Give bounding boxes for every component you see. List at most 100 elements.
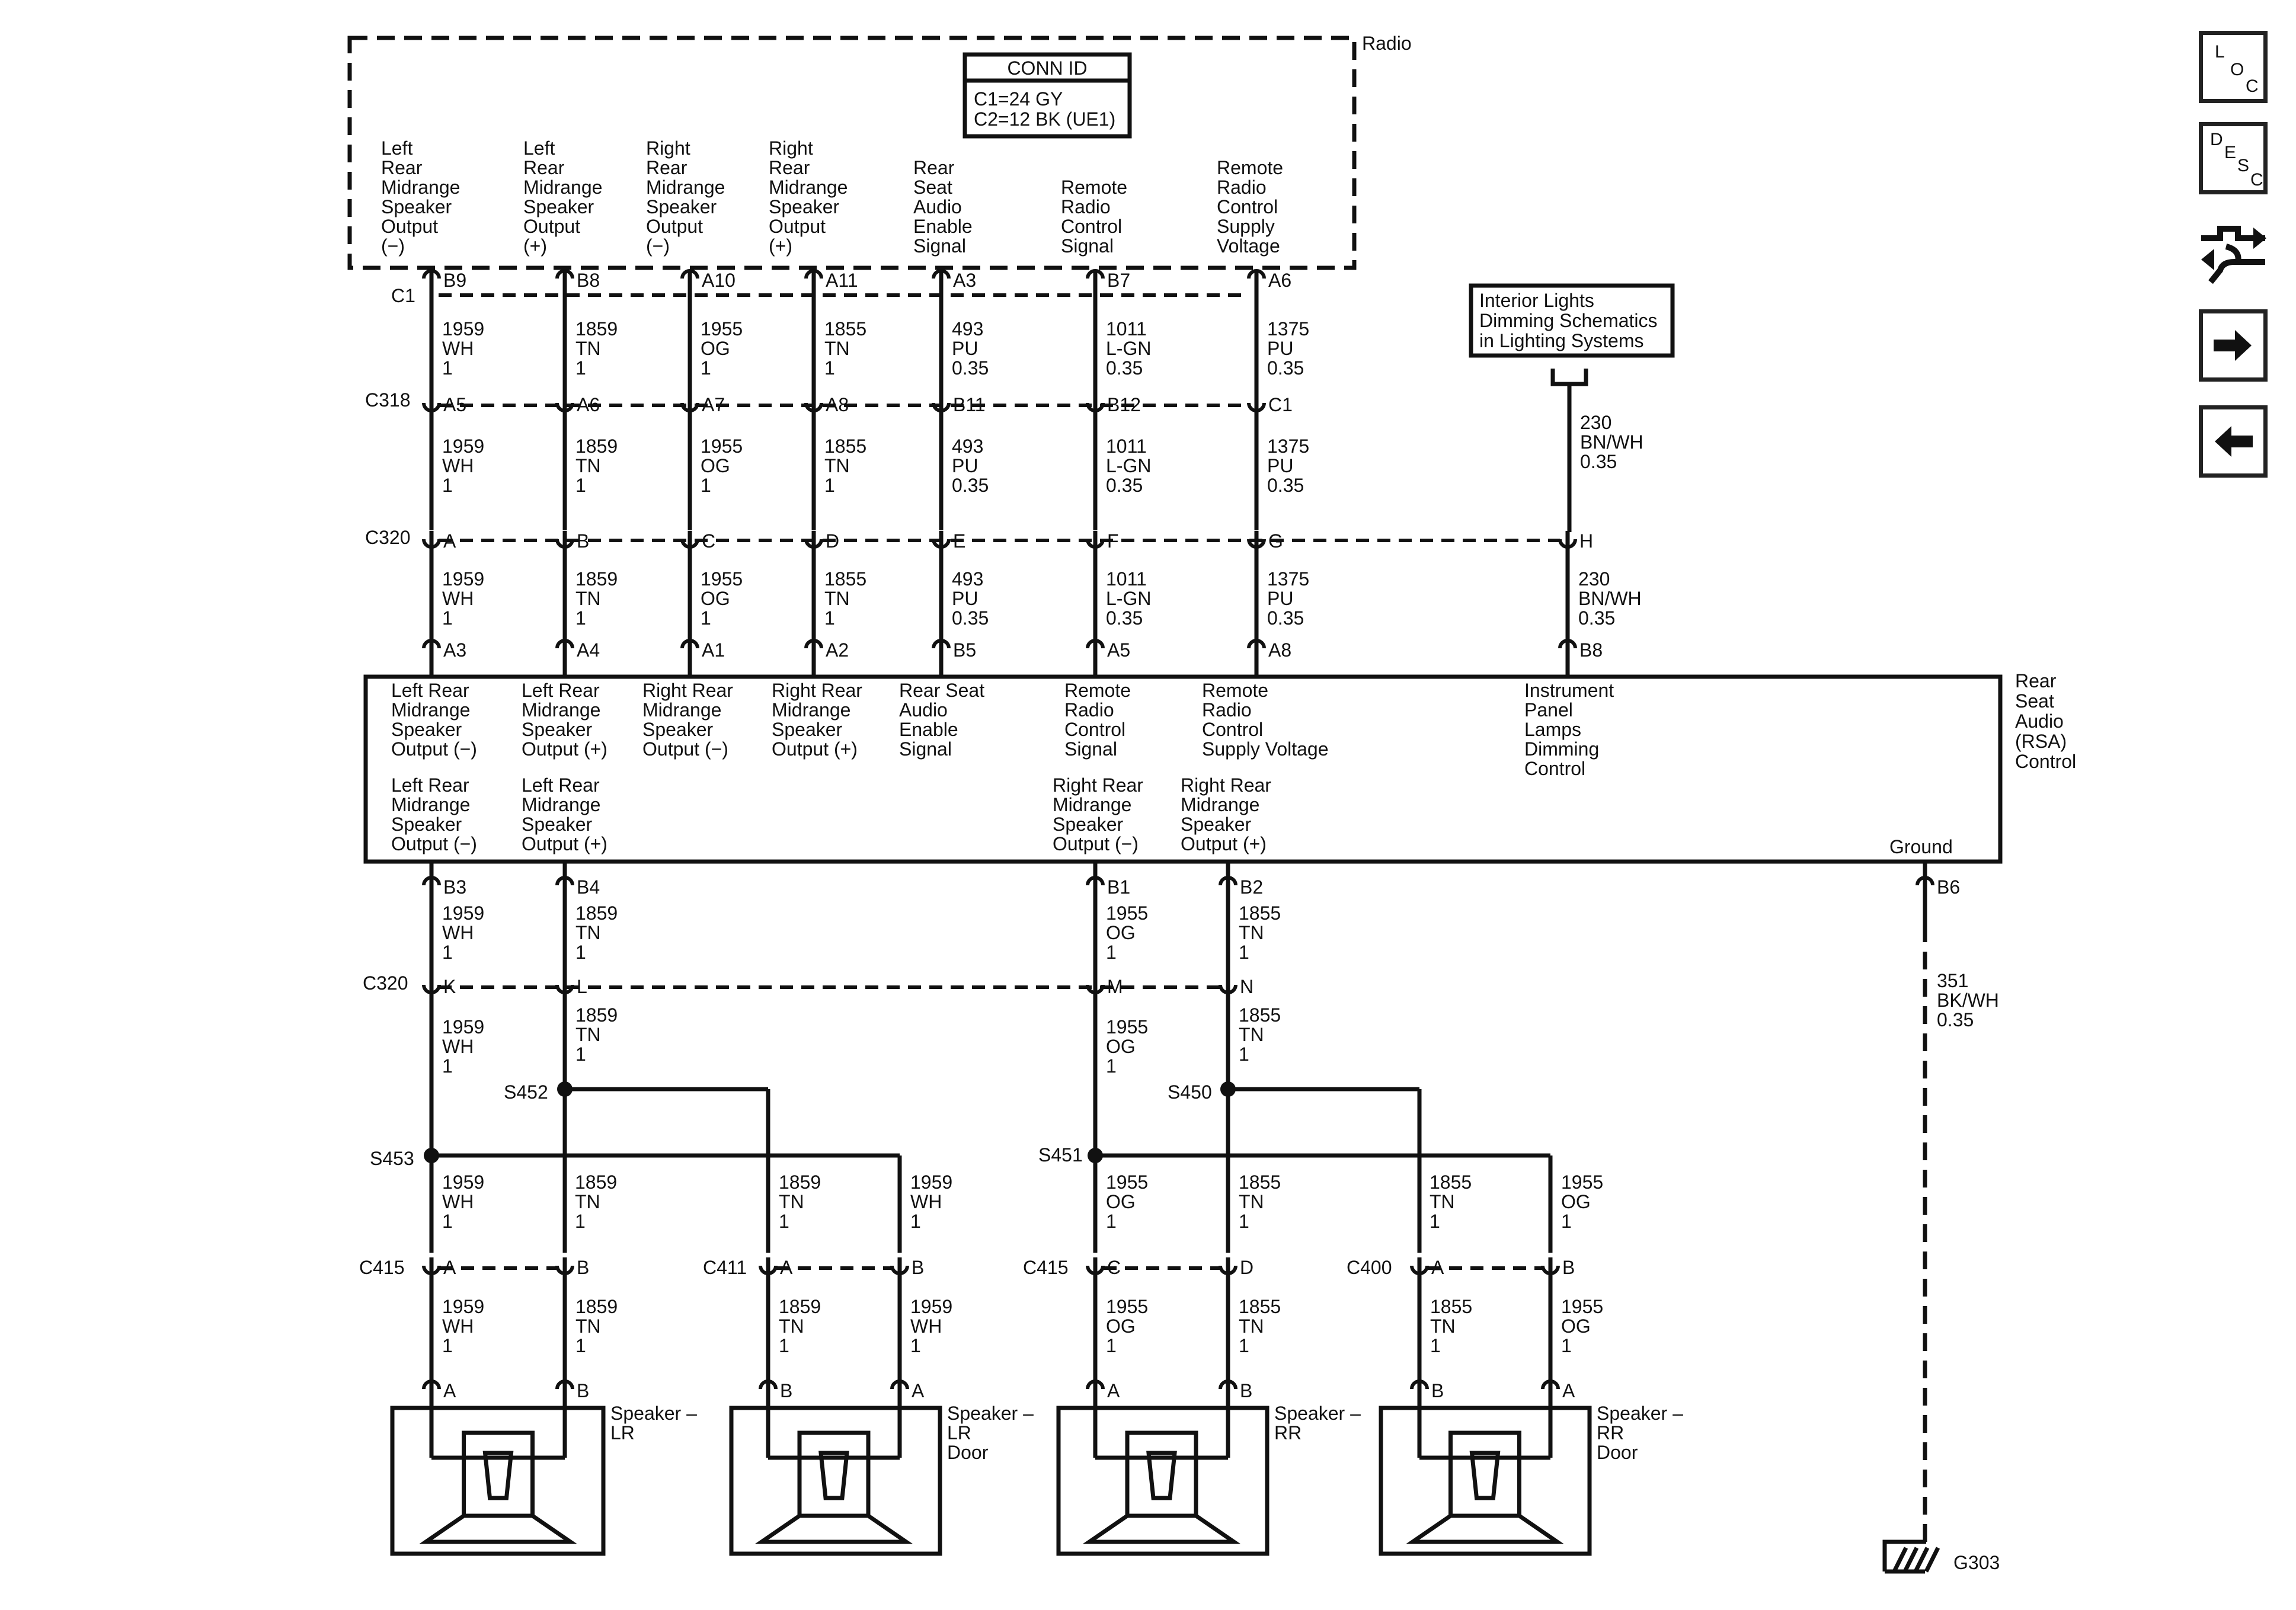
radio-function-label: Rear <box>769 157 810 178</box>
loc-letter-l: L <box>2215 42 2225 62</box>
radio-function-label: Midrange <box>646 177 725 198</box>
rsa-bottom-function-label: Midrange <box>1181 794 1259 815</box>
rsa-top-function-label: Radio <box>1064 699 1114 721</box>
wire-label: 0.35 <box>1267 475 1304 496</box>
radio-function-label: Midrange <box>381 177 460 198</box>
pin-label: B <box>1431 1380 1444 1401</box>
wire-label: 1011 <box>1106 436 1147 457</box>
speaker-box <box>390 1406 606 1556</box>
wire-label: 0.35 <box>1580 451 1617 472</box>
rsa-bottom-function-label: Output (+) <box>522 833 607 854</box>
radio-function-label: Speaker <box>769 196 840 217</box>
speaker-cone <box>1082 1513 1241 1544</box>
speaker-label: RR <box>1274 1422 1302 1443</box>
wire-label: OG <box>1106 922 1136 943</box>
radio-function-label: Signal <box>1061 235 1114 257</box>
pin-label: A <box>780 1257 793 1278</box>
pin-label: B <box>912 1257 924 1278</box>
wire-label: 351 <box>1937 970 1968 991</box>
rsa-top-function-label: Left Rear <box>391 680 469 701</box>
wire-label: L-GN <box>1106 338 1151 359</box>
wire-label: 1 <box>1561 1211 1572 1232</box>
wire-label: 1 <box>575 942 586 963</box>
rsa-bottom-function-label: Speaker <box>1181 814 1252 835</box>
wire-label: TN <box>575 455 601 476</box>
rsa-top-function-label: Supply Voltage <box>1202 738 1329 760</box>
rsa-bottom-function-label: Midrange <box>1053 794 1131 815</box>
radio-function-label: Rear <box>913 157 955 178</box>
pin-label: A3 <box>443 639 466 661</box>
rsa-top-function-label: Signal <box>899 738 952 760</box>
rsa-top-function-label: Remote <box>1202 680 1268 701</box>
wire-label: 1 <box>701 357 711 379</box>
wire-label: TN <box>824 338 850 359</box>
pin-label: B <box>577 1257 589 1278</box>
wire-label: OG <box>1106 1036 1136 1057</box>
wire-label: 1855 <box>824 318 866 340</box>
wire-label: BN/WH <box>1578 588 1642 609</box>
connector-view-button[interactable] <box>2196 220 2270 289</box>
wire-connector-icon <box>2201 226 2266 284</box>
pin-label: B5 <box>953 639 976 661</box>
pin-label: A <box>443 530 456 552</box>
rsa-bottom-function-label: Midrange <box>391 794 470 815</box>
rsa-top-function-label: Remote <box>1064 680 1131 701</box>
radio-function-label: (+) <box>769 235 792 257</box>
rsa-top-function-label: Instrument <box>1524 680 1614 701</box>
wire-label: 1859 <box>575 318 618 340</box>
wire-label: 1859 <box>575 1004 618 1026</box>
wire-label: TN <box>575 1024 601 1045</box>
desc-letter-d: D <box>2210 130 2223 149</box>
pin-label: A5 <box>443 394 466 415</box>
wire-label: 1 <box>575 1211 586 1232</box>
rsa-bottom-function-label: Right Rear <box>1181 774 1271 796</box>
radio-function-label: Radio <box>1217 177 1267 198</box>
rsa-top-function-label: Output (−) <box>642 738 728 760</box>
ref-bracket <box>1550 369 1588 386</box>
wire-label: 1 <box>442 1211 453 1232</box>
radio-function-label: Rear <box>646 157 687 178</box>
wire-label: TN <box>824 588 850 609</box>
wire-label: TN <box>575 922 601 943</box>
loc-button[interactable]: L O C <box>2199 31 2268 103</box>
wire-label: 1 <box>824 607 835 629</box>
wire-label: TN <box>575 338 601 359</box>
wire-label: 1955 <box>1561 1296 1603 1317</box>
rsa-bottom-function-label: Left Rear <box>522 774 600 796</box>
previous-page-button[interactable] <box>2199 405 2268 478</box>
speaker-magnet <box>462 1430 535 1518</box>
speaker-label: Speaker – <box>610 1403 697 1424</box>
wire-label: TN <box>1430 1191 1455 1212</box>
pin-label: A10 <box>702 270 736 291</box>
pin-label: A11 <box>826 270 858 291</box>
pin-label: A8 <box>826 394 849 415</box>
speaker-label: LR <box>947 1422 971 1443</box>
pin-label: M <box>1107 976 1123 997</box>
radio-function-label: Seat <box>913 177 952 198</box>
next-page-button[interactable] <box>2199 309 2268 382</box>
speaker-voice-coil <box>482 1451 514 1500</box>
wire-label: 1859 <box>779 1172 821 1193</box>
arrow-left-icon <box>2215 426 2253 457</box>
pin-label: B <box>577 1380 589 1401</box>
interior-lights-ref-text: in Lighting Systems <box>1479 330 1643 351</box>
rsa-top-function-label: Output (+) <box>522 738 607 760</box>
wire-label: 1959 <box>442 1016 484 1038</box>
pin-label: C1 <box>1268 394 1293 415</box>
rsa-title: Audio <box>2015 710 2064 732</box>
pin-label: B <box>780 1380 792 1401</box>
wire-label: WH <box>442 1191 474 1212</box>
radio-function-label: Enable <box>913 216 973 237</box>
rsa-top-function-label: Speaker <box>391 719 462 740</box>
rsa-top-function-label: Speaker <box>522 719 593 740</box>
wire-label: 493 <box>952 318 983 340</box>
wire-label: 1 <box>442 607 453 629</box>
desc-button[interactable]: D E S C <box>2199 122 2268 194</box>
wire-label: 1 <box>824 357 835 379</box>
wire-label: 0.35 <box>1578 607 1615 629</box>
rsa-top-function-label: Midrange <box>391 699 470 721</box>
wire-label: 1955 <box>1106 1172 1148 1193</box>
pin-label: B <box>1562 1257 1575 1278</box>
wire-label: TN <box>824 455 850 476</box>
